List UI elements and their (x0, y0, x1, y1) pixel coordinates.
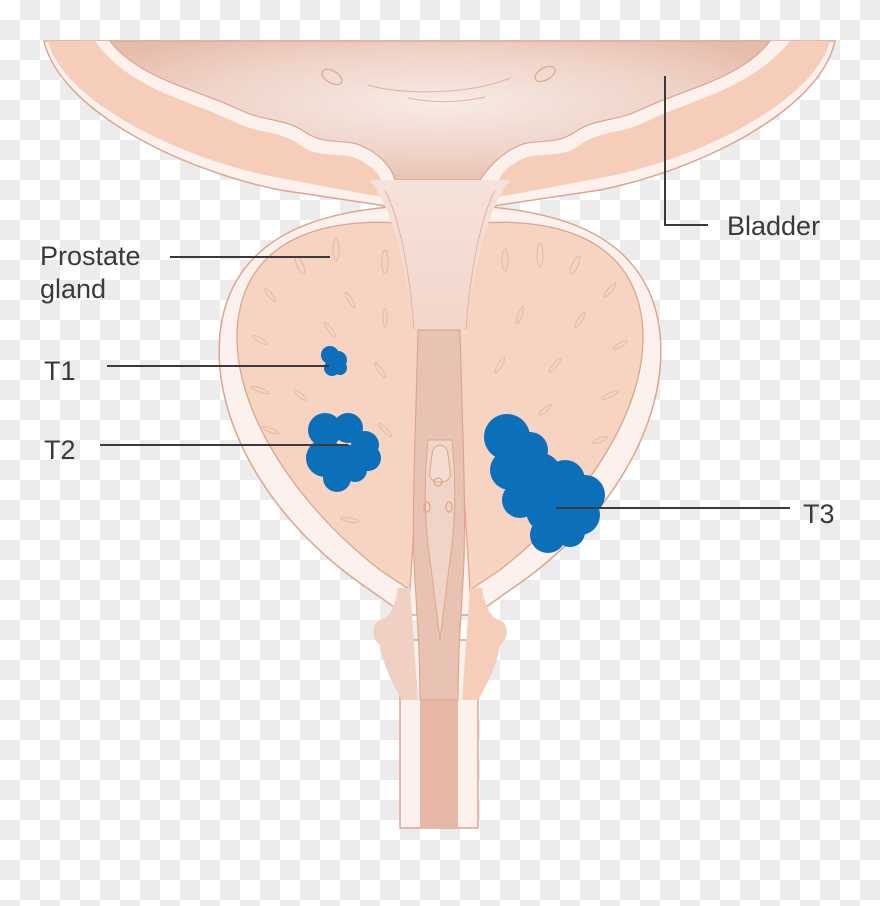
t3-leader-line (556, 507, 790, 509)
prostate-leader-line (170, 256, 330, 258)
t2-leader-line (100, 444, 348, 446)
prostate-label-line1: Prostate (40, 241, 141, 271)
prostate-label-line2: gland (40, 274, 107, 304)
t3-label: T3 (803, 499, 835, 529)
tumor-t3 (484, 414, 605, 553)
tumor-t2 (306, 413, 381, 492)
tumor-t1 (321, 346, 347, 376)
t1-label: T1 (44, 356, 76, 386)
t1-leader-line (107, 365, 329, 367)
bladder-leader-vertical (664, 76, 666, 226)
bladder-leader-horizontal (664, 224, 708, 226)
prostate-gland (218, 180, 662, 701)
bladder (43, 40, 836, 261)
t2-label: T2 (44, 435, 76, 465)
bladder-label: Bladder (727, 211, 821, 241)
